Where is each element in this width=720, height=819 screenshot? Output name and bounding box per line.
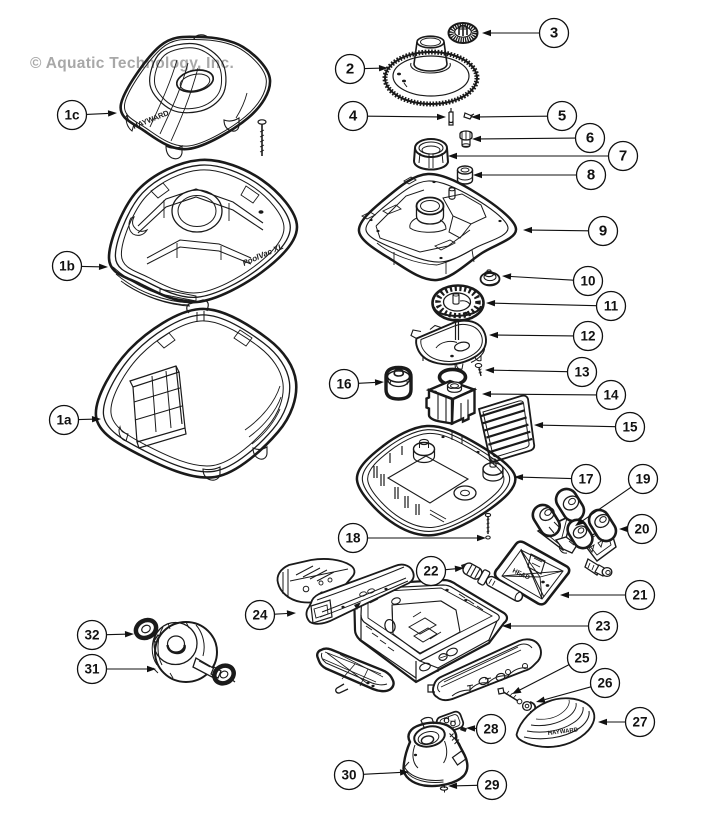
svg-text:16: 16 — [336, 377, 352, 392]
svg-text:19: 19 — [635, 472, 650, 487]
svg-text:25: 25 — [574, 651, 590, 666]
svg-text:3: 3 — [550, 25, 558, 42]
svg-text:30: 30 — [341, 768, 356, 783]
svg-text:17: 17 — [578, 472, 593, 487]
svg-text:29: 29 — [484, 778, 499, 793]
svg-text:1a: 1a — [56, 413, 72, 428]
svg-text:13: 13 — [574, 365, 590, 380]
svg-text:14: 14 — [603, 388, 619, 403]
svg-text:11: 11 — [604, 299, 619, 314]
svg-text:20: 20 — [634, 522, 649, 537]
svg-text:7: 7 — [619, 148, 627, 165]
svg-text:10: 10 — [580, 274, 595, 289]
svg-text:© Aquatic Technology, Inc.: © Aquatic Technology, Inc. — [30, 55, 234, 72]
svg-text:12: 12 — [580, 329, 595, 344]
svg-text:32: 32 — [84, 628, 99, 643]
svg-text:24: 24 — [252, 608, 268, 623]
svg-text:8: 8 — [587, 167, 595, 184]
svg-text:6: 6 — [586, 130, 594, 147]
svg-text:26: 26 — [597, 676, 613, 691]
svg-text:5: 5 — [558, 108, 566, 125]
svg-text:4: 4 — [349, 108, 358, 125]
svg-text:23: 23 — [595, 619, 611, 634]
svg-text:28: 28 — [483, 722, 499, 737]
svg-text:27: 27 — [632, 715, 647, 730]
svg-text:15: 15 — [622, 420, 638, 435]
svg-text:HAYWARD: HAYWARD — [548, 727, 580, 737]
svg-text:1c: 1c — [64, 108, 80, 123]
svg-text:1b: 1b — [59, 259, 75, 274]
svg-text:2: 2 — [346, 61, 354, 78]
svg-text:21: 21 — [632, 588, 648, 603]
svg-text:9: 9 — [599, 223, 607, 240]
svg-text:22: 22 — [423, 564, 438, 579]
svg-text:31: 31 — [84, 662, 100, 677]
svg-text:18: 18 — [345, 531, 361, 546]
